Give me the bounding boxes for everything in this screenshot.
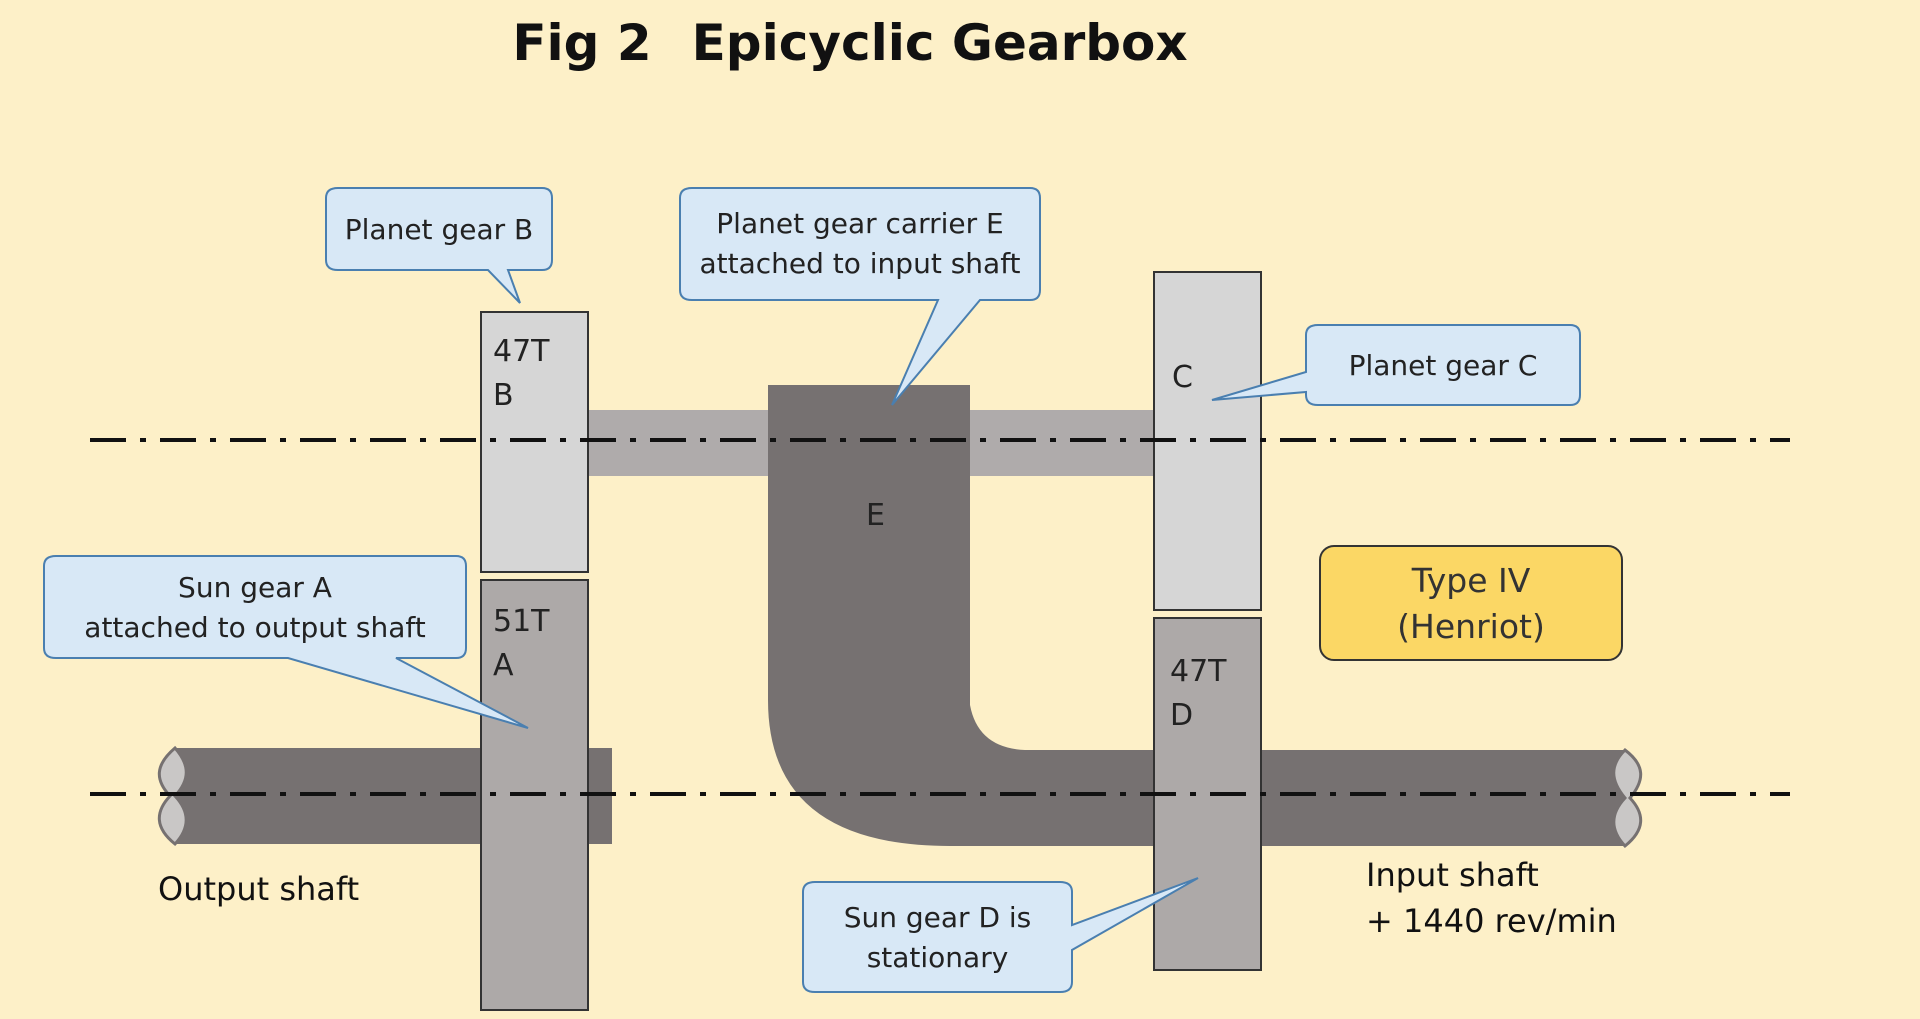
figure-number: Fig 2 (512, 14, 652, 72)
callout-sun-d-shape (802, 877, 1199, 993)
callout-sun-d-line-2: stationary (866, 941, 1009, 974)
callout-carrier-e-line-1: Planet gear carrier E (716, 207, 1004, 240)
gear-b-letter: B (493, 378, 514, 413)
gear-c-label: C (1172, 356, 1193, 400)
gear-d-label: 47T D (1170, 650, 1227, 738)
input-shaft-title: Input shaft (1366, 856, 1539, 894)
type-box-shape (1319, 545, 1623, 661)
callout-sun-a-line-2: attached to output shaft (84, 611, 426, 644)
callout-planet-c-line-1: Planet gear C (1348, 349, 1538, 382)
callout-sun-a: Sun gear A attached to output shaft (44, 568, 466, 648)
planet-carrier-e (768, 385, 1160, 846)
callout-planet-c: Planet gear C (1306, 346, 1580, 386)
output-shaft-caption: Output shaft (158, 870, 360, 908)
callout-sun-d: Sun gear D is stationary (803, 898, 1072, 978)
type-box: Type IV (Henriot) (1320, 558, 1622, 650)
callout-planet-b: Planet gear B (326, 210, 552, 250)
callout-sun-d-line-1: Sun gear D is (843, 901, 1032, 934)
callout-carrier-e-line-2: attached to input shaft (699, 247, 1021, 280)
input-shaft-break (1612, 748, 1643, 849)
callout-planet-b-line-1: Planet gear B (344, 213, 534, 246)
carrier-e-letter: E (866, 498, 885, 533)
input-shaft-caption: Input shaft + 1440 rev/min (1366, 852, 1617, 944)
type-box-line-1: Type IV (1411, 561, 1531, 600)
callout-planet-c-shape (1211, 324, 1581, 406)
gear-d-teeth: 47T (1170, 654, 1227, 689)
gear-b-teeth: 47T (493, 334, 550, 369)
carrier-e-label: E (866, 494, 885, 538)
gear-a-teeth: 51T (493, 604, 550, 639)
gear-a-letter: A (493, 648, 514, 683)
gear-b-label: 47T B (493, 330, 550, 418)
callout-sun-a-shape (43, 555, 529, 729)
callout-planet-b-shape (325, 187, 553, 304)
gear-d-letter: D (1170, 698, 1194, 733)
figure-title: Fig 2 Epicyclic Gearbox (0, 14, 1700, 72)
gear-c-letter: C (1172, 360, 1193, 395)
type-box-line-2: (Henriot) (1397, 607, 1545, 646)
gear-a-label: 51T A (493, 600, 550, 688)
callout-carrier-e: Planet gear carrier E attached to input … (680, 204, 1040, 284)
callout-sun-a-line-1: Sun gear A (178, 571, 332, 604)
figure-name: Epicyclic Gearbox (691, 14, 1188, 72)
input-shaft-speed: + 1440 rev/min (1366, 902, 1617, 940)
callout-carrier-e-shape (679, 187, 1041, 406)
